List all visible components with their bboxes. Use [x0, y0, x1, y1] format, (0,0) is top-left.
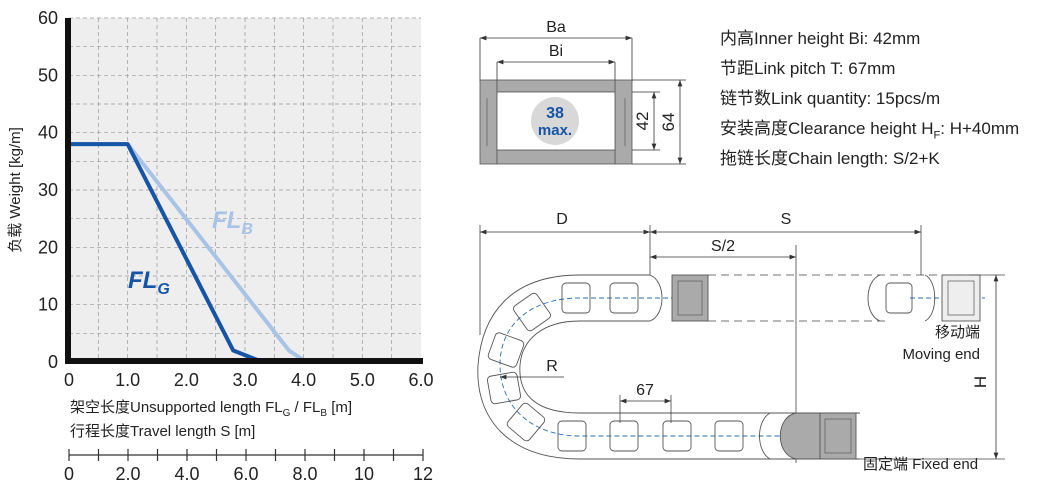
x-axis-label-1: 架空长度Unsupported length FLG / FLB [m]: [70, 399, 352, 419]
grid-lines: [69, 17, 421, 362]
x-axis-label-2: 行程长度Travel length S [m]: [70, 423, 255, 440]
link-side-left: [479, 79, 498, 165]
travel-tick-label: 2.0: [115, 464, 140, 484]
series-label-fl-g: FLG: [128, 267, 170, 298]
max-cable-circle: [531, 97, 579, 145]
spec-label: 节距Link pitch T: [720, 59, 839, 78]
y-tick-label: 50: [38, 65, 58, 85]
travel-ticks: 0 2.0 4.0 6.0 8.0 10 12: [64, 449, 433, 484]
travel-tick-label: 0: [64, 464, 74, 484]
x-tick-label: 4.0: [291, 370, 316, 390]
y-tick-label: 10: [38, 295, 58, 315]
series-line-fl-g: [69, 142, 264, 364]
x-tick-label: 5.0: [350, 370, 375, 390]
h-label: H: [971, 376, 990, 388]
max-value: 38: [546, 105, 564, 122]
spec-inner-height: 内高Inner height Bi: 42mm: [720, 29, 921, 48]
spec-value: 15pcs/m: [875, 89, 941, 108]
spec-label: 内高Inner height Bi: [720, 29, 864, 48]
series-label-fl-b: FLB: [212, 207, 253, 238]
spec-label: 拖链长度Chain length: [720, 149, 884, 168]
y-tick-label: 30: [38, 180, 58, 200]
chain-outline: [477, 274, 860, 460]
spec-value: 42mm: [873, 29, 921, 48]
moving-end-label-cn: 移动端: [935, 324, 980, 341]
y-axis: [65, 18, 71, 364]
pitch-label: 67: [636, 382, 654, 399]
x-tick-label: 3.0: [232, 370, 257, 390]
spec-link-pitch: 节距Link pitch T: 67mm: [720, 59, 896, 78]
spec-chain-length: 拖链长度Chain length: S/2+K: [720, 149, 940, 168]
series-group: [69, 142, 308, 364]
chain-diagram: D S S/2 R 67 H: [477, 211, 1005, 473]
y-axis-label: 负载 Weight [kg/m]: [7, 127, 24, 253]
x-tick-label: 6.0: [408, 370, 433, 390]
y-tick-label: 40: [38, 123, 58, 143]
series-labels: FLB FLG: [128, 207, 253, 298]
travel-tick-label: 6.0: [233, 464, 258, 484]
d-label: D: [556, 211, 568, 228]
cross-section-diagram: Ba Bi 38 max. 42 64: [479, 19, 686, 165]
moving-end-label-en: Moving end: [902, 346, 980, 363]
crossbar-bottom: [496, 149, 616, 165]
x-tick-label: 2.0: [174, 370, 199, 390]
fixed-end-label: 固定端 Fixed end: [863, 456, 978, 473]
inner-height-label: 42: [633, 112, 652, 131]
link-side-right: [614, 79, 633, 165]
moving-end-bracket-upper: [671, 274, 709, 322]
y-tick-label: 0: [48, 352, 58, 372]
travel-tick-label: 4.0: [174, 464, 199, 484]
spec-value: H+40mm: [949, 119, 1020, 138]
chain-centerline: [499, 297, 856, 437]
ba-label: Ba: [546, 19, 566, 36]
spec-value: S/2+K: [892, 149, 940, 168]
x-tick-label: 1.0: [115, 370, 140, 390]
x-tick-label: 0: [64, 370, 74, 390]
tick-labels: 0 1.0 2.0 3.0 4.0 5.0 6.0 0 10 20 30 40 50 60: [38, 8, 434, 390]
max-label: max.: [538, 122, 572, 139]
spec-value: 67mm: [848, 59, 896, 78]
outer-height-label: 64: [659, 113, 678, 132]
spec-clearance-height: 安装高度Clearance height HF: H+40mm: [720, 119, 1020, 142]
spec-label-sub: F: [933, 129, 941, 142]
y-tick-label: 20: [38, 237, 58, 257]
s-half-label: S/2: [711, 238, 735, 255]
spec-label: 安装高度Clearance height H: [720, 119, 934, 138]
r-label: R: [546, 358, 558, 375]
x-axis: [65, 358, 423, 364]
crossbar-top: [496, 79, 616, 93]
s-label: S: [781, 211, 792, 228]
travel-tick-label: 8.0: [292, 464, 317, 484]
spec-link-quantity: 链节数Link quantity: 15pcs/m: [720, 89, 941, 108]
fixed-end-bracket: [819, 412, 857, 460]
bi-label: Bi: [549, 43, 563, 60]
travel-tick-label: 10: [354, 464, 374, 484]
fixed-end-link: [779, 412, 821, 460]
travel-tick-label: 12: [413, 464, 433, 484]
spec-label: 链节数Link quantity: [720, 89, 867, 108]
y-tick-label: 60: [38, 8, 58, 28]
chain-links: [486, 274, 936, 460]
